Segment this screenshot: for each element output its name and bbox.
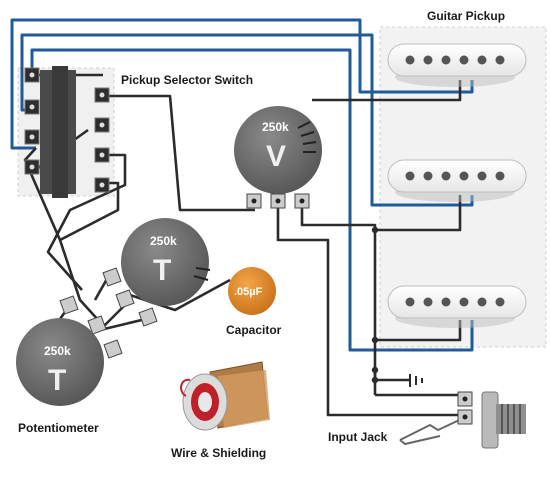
blue-wires xyxy=(10,18,474,352)
tone-pot-lower-letter: T xyxy=(48,364,66,397)
tone-pot-lower xyxy=(16,295,123,406)
potentiometer-label: Potentiometer xyxy=(18,421,99,435)
guitar-pickup-label: Guitar Pickup xyxy=(427,9,505,23)
selector-switch-label: Pickup Selector Switch xyxy=(121,73,253,87)
selector-switch xyxy=(24,66,110,198)
volume-pot-letter: V xyxy=(266,140,286,173)
ground-symbol xyxy=(409,374,423,387)
pickup-bridge xyxy=(387,285,527,328)
wire-shielding-icon xyxy=(180,361,270,431)
volume-pot xyxy=(234,106,322,209)
input-jack-label: Input Jack xyxy=(328,430,388,444)
tone-pot-lower-value: 250k xyxy=(44,344,71,358)
pickup-neck xyxy=(387,43,527,87)
tone-pot-upper-value: 250k xyxy=(150,234,177,248)
capacitor-label: Capacitor xyxy=(226,323,282,337)
capacitor xyxy=(228,267,276,315)
volume-pot-value: 250k xyxy=(262,120,289,134)
capacitor-value: .05µF xyxy=(234,286,263,298)
tone-pot-upper xyxy=(102,218,211,327)
pickup-middle xyxy=(387,159,527,202)
junction-dots xyxy=(371,226,379,384)
tone-pot-upper-letter: T xyxy=(153,254,171,287)
input-jack xyxy=(399,391,526,449)
wire-shielding-label: Wire & Shielding xyxy=(171,446,266,460)
